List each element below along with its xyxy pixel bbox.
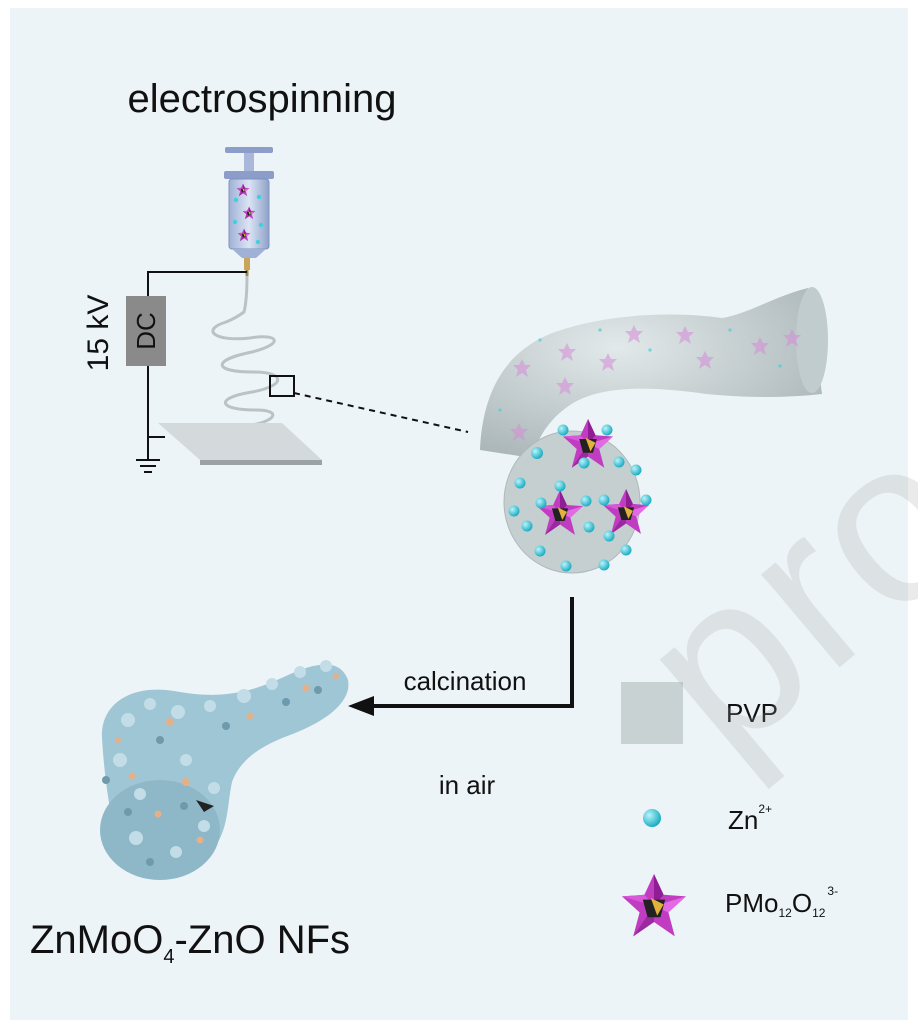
collector-plate — [158, 423, 322, 465]
dc-power-box — [126, 296, 166, 366]
dc-label: DC — [131, 312, 161, 350]
composite-fiber — [480, 287, 828, 574]
circuit-wires — [136, 271, 247, 473]
legend-label-zn: Zn2+ — [728, 802, 772, 835]
product-fiber — [100, 660, 349, 880]
legend-label-pmo: PMo12O123- — [725, 884, 838, 920]
syringe — [224, 147, 274, 276]
jet-spiral — [211, 275, 280, 433]
legend-swatch-pvp — [621, 682, 683, 744]
process-label-in-air: in air — [439, 770, 496, 800]
legend: PVP Zn2+ PMo12O123- — [621, 682, 838, 937]
legend-label-pvp: PVP — [726, 698, 778, 728]
process-label-calcination: calcination — [404, 666, 527, 696]
legend-swatch-zn — [643, 809, 661, 827]
title-electrospinning: electrospinning — [127, 77, 396, 121]
zoom-box — [269, 375, 295, 397]
calcination-arrow — [348, 597, 574, 716]
voltage-label: 15 kV — [82, 295, 115, 372]
zoom-connector — [293, 392, 469, 433]
product-label: ZnMoO4-ZnO NFs — [30, 918, 350, 968]
legend-swatch-pom — [622, 874, 686, 937]
